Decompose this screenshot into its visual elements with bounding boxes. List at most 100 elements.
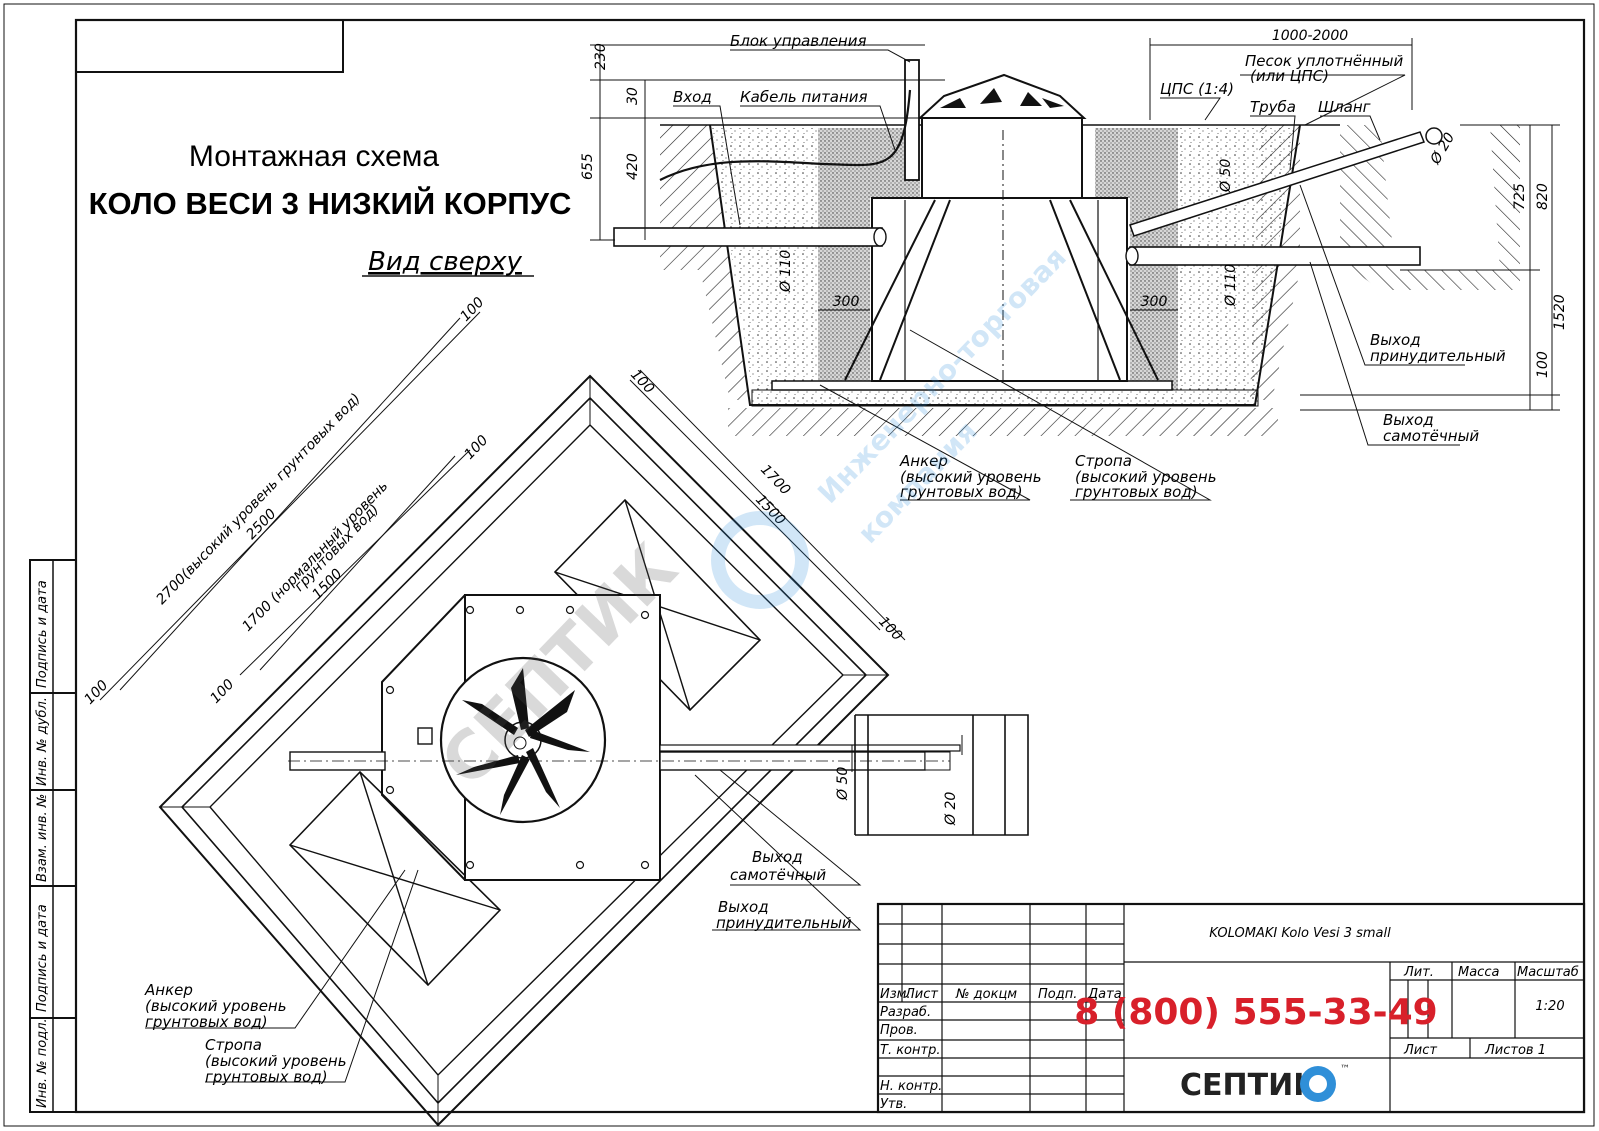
plan-dim-100-a: 100 <box>81 677 111 707</box>
side-stamp: Подпись и дата Инв. № дубл. Взам. инв. №… <box>29 559 77 1113</box>
sand-fill-left <box>712 128 818 390</box>
stamp-label-5: Инв. № подл. <box>35 1018 50 1108</box>
plan-label-anchor-1: Анкер <box>144 981 193 999</box>
stamp-label-4: Подпись и дата <box>35 904 50 1012</box>
tank-body <box>871 197 1128 382</box>
label-inlet: Вход <box>673 88 712 106</box>
plan-dim-phi50: Ø 50 <box>835 767 851 801</box>
tb-col-list: Лист <box>904 987 938 1002</box>
dim-725: 725 <box>1512 183 1528 210</box>
view-top-label: Вид сверху <box>368 247 522 277</box>
plan-label-sling-3: грунтовых вод) <box>205 1068 328 1086</box>
sand-bed <box>751 389 1259 407</box>
dim-300-right: 300 <box>1141 294 1168 310</box>
stamp-label-2: Инв. № дубл. <box>35 697 50 786</box>
tb-col-podp: Подп. <box>1038 987 1077 1002</box>
cps-left <box>818 128 870 390</box>
watermark-logo-circle <box>711 511 809 609</box>
plan-dim-100-c: 100 <box>457 294 487 324</box>
title-block: KOLOMAKI Kolo Vesi 3 small Изм. Лист № д… <box>876 902 1586 1114</box>
tb-masshtab: Масштаб <box>1517 965 1579 980</box>
tb-phone[interactable]: 8 (800) 555-33-49 <box>1074 992 1437 1033</box>
tb-lit: Лит. <box>1403 965 1434 980</box>
pipe-detail-box <box>854 714 1029 836</box>
label-sand-1: Песок уплотнённый <box>1245 52 1403 70</box>
tb-row-utv: Утв. <box>880 1097 907 1112</box>
label-forced-1: Выход <box>1370 331 1421 349</box>
plan-dim-100-e: 100 <box>627 367 657 397</box>
power-cable <box>659 89 912 181</box>
cps-top <box>1095 128 1175 198</box>
label-gravity-2: самотёчный <box>1383 427 1479 445</box>
section-view: 300 300 Ø 110 Ø 110 Ø 50 Ø 20 230 30 420… <box>580 28 1568 501</box>
plan-dim-100-b: 100 <box>207 676 237 706</box>
tb-row-tkontr: Т. контр. <box>880 1043 940 1058</box>
label-hose: Шланг <box>1318 98 1371 116</box>
tb-row-nkontr: Н. контр. <box>880 1079 942 1094</box>
label-sand-2: (или ЦПС) <box>1250 67 1329 85</box>
tb-massa: Масса <box>1458 965 1499 980</box>
tb-sheet: Лист <box>1403 1043 1437 1058</box>
plan-dim-100-d: 100 <box>461 432 491 462</box>
plan-dim-phi20: Ø 20 <box>943 792 959 826</box>
base-plate <box>771 380 1173 391</box>
dim-phi50-section: Ø 50 <box>1218 159 1234 193</box>
plan-label-sling-1: Стропа <box>205 1036 262 1054</box>
label-sling-2: (высокий уровень <box>1075 468 1217 486</box>
tb-sheets: Листов 1 <box>1484 1043 1546 1058</box>
plan-label-anchor-2: (высокий уровень <box>145 997 287 1015</box>
title-line-1: Монтажная схема <box>189 140 440 173</box>
label-anchor-3: грунтовых вод) <box>900 483 1023 501</box>
tb-logo-text[interactable]: СЕПТИК <box>1180 1068 1318 1103</box>
dim-420: 420 <box>625 153 641 180</box>
tb-col-data: Дата <box>1087 987 1122 1002</box>
label-anchor-1: Анкер <box>899 452 948 470</box>
dim-820: 820 <box>1535 183 1551 210</box>
control-block <box>904 59 920 181</box>
soil-bottom <box>728 408 1278 436</box>
dim-230: 230 <box>593 43 609 70</box>
dim-1520: 1520 <box>1552 294 1568 330</box>
label-power-cable: Кабель питания <box>740 88 868 106</box>
dim-phi110-right: Ø 110 <box>1223 264 1239 307</box>
title-line-2: КОЛО ВЕСИ 3 НИЗКИЙ КОРПУС <box>89 185 572 221</box>
tb-col-doc: № докцм <box>955 987 1017 1002</box>
gravity-outlet-pipe <box>1129 246 1421 266</box>
tb-product: KOLOMAKI Kolo Vesi 3 small <box>1209 926 1391 941</box>
plan-label-gravity-2: самотёчный <box>730 866 826 884</box>
tb-row-prov: Пров. <box>880 1023 918 1038</box>
plan-label-forced-2: принудительный <box>716 914 852 932</box>
label-sling-3: грунтовых вод) <box>1075 483 1198 501</box>
stamp-label-1: Подпись и дата <box>35 580 50 688</box>
dim-1000-2000: 1000-2000 <box>1272 28 1348 44</box>
forced-outlet-hose <box>1129 131 1425 237</box>
plan-dim-100-f: 100 <box>875 614 905 644</box>
tb-row-razrab: Разраб. <box>880 1005 931 1020</box>
label-control-block: Блок управления <box>730 32 867 50</box>
dim-100-section: 100 <box>1535 351 1551 378</box>
inlet-pipe <box>613 227 883 247</box>
dim-300-left: 300 <box>833 294 860 310</box>
tb-logo-tm: ™ <box>1340 1064 1350 1075</box>
plan-label-gravity-1: Выход <box>752 848 803 866</box>
tb-col-izm: Изм. <box>880 987 911 1002</box>
tb-scale: 1:20 <box>1535 999 1564 1014</box>
label-sling-1: Стропа <box>1075 452 1132 470</box>
plan-label-anchor-3: грунтовых вод) <box>145 1013 268 1031</box>
soil-left <box>660 125 750 400</box>
label-pipe: Труба <box>1250 98 1296 116</box>
plan-view: Ø 50 Ø 20 2700(высокий уровень грунтовых… <box>81 294 1029 1127</box>
dim-30: 30 <box>625 87 641 105</box>
label-forced-2: принудительный <box>1370 347 1506 365</box>
stamp-label-3: Взам. инв. № <box>35 794 50 882</box>
tank-lid <box>917 73 1087 119</box>
tank-neck <box>921 117 1083 199</box>
dim-phi110-left: Ø 110 <box>778 250 794 293</box>
plan-label-forced-1: Выход <box>718 898 769 916</box>
plan-label-sling-2: (высокий уровень <box>205 1052 347 1070</box>
dim-655: 655 <box>580 153 596 180</box>
label-cps: ЦПС (1:4) <box>1160 80 1234 98</box>
label-gravity-1: Выход <box>1383 411 1434 429</box>
plan-forced-hose <box>659 744 961 752</box>
